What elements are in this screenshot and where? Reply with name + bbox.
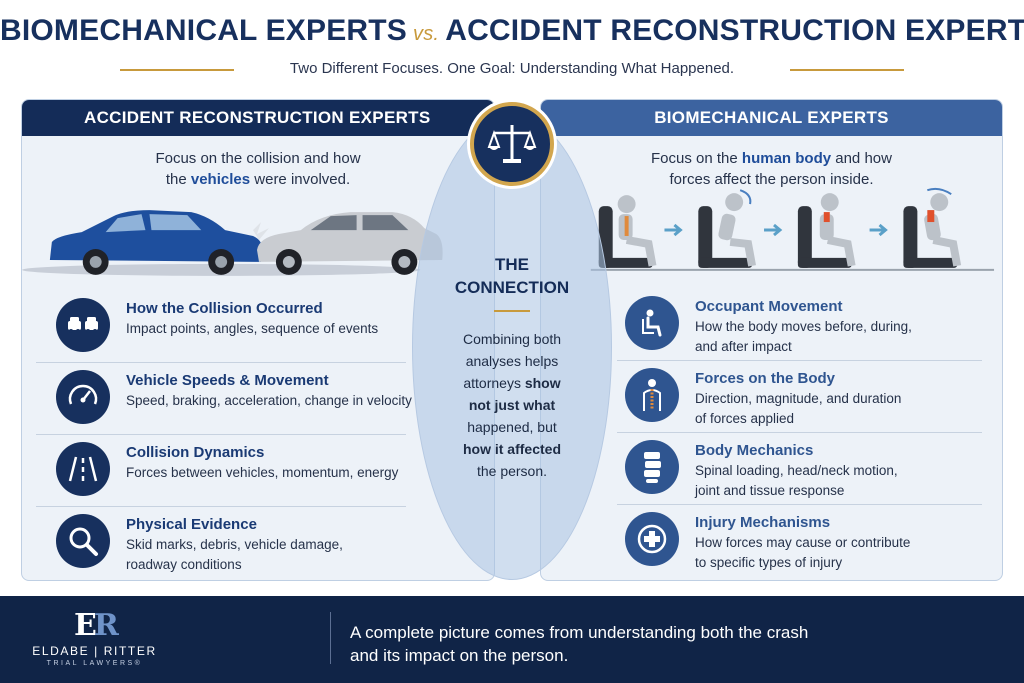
collision-cars-illustration bbox=[22, 210, 443, 276]
right-items-list: Occupant Movement How the body moves bef… bbox=[541, 288, 1002, 576]
connection-body: Combining both analyses helps attorneys … bbox=[462, 331, 562, 479]
item-title: How the Collision Occurred bbox=[126, 300, 323, 317]
right-panel-heading: BIOMECHANICAL EXPERTS bbox=[541, 100, 1002, 136]
list-item: Physical Evidence Skid marks, debris, ve… bbox=[22, 506, 494, 578]
item-title: Collision Dynamics bbox=[126, 444, 265, 461]
medical-cross-icon bbox=[625, 512, 679, 566]
item-title: Occupant Movement bbox=[695, 298, 843, 315]
left-panel-lead: Focus on the collision and how the vehic… bbox=[22, 148, 494, 190]
item-desc: Speed, braking, acceleration, change in … bbox=[126, 393, 412, 408]
connection-rule bbox=[494, 310, 530, 312]
subtitle-rule-right bbox=[790, 69, 904, 71]
item-title: Physical Evidence bbox=[126, 516, 257, 533]
firm-logo-name[interactable]: ELDABE | RITTER bbox=[32, 644, 157, 658]
body-spine-icon bbox=[625, 368, 679, 422]
left-panel-heading: ACCIDENT RECONSTRUCTION EXPERTS bbox=[22, 100, 494, 136]
speedometer-icon bbox=[56, 370, 110, 424]
item-desc: Impact points, angles, sequence of event… bbox=[126, 321, 379, 336]
footer-bar: A complete picture comes from understand… bbox=[0, 596, 1024, 683]
scales-of-justice-icon bbox=[470, 102, 554, 186]
two-cars-icon bbox=[56, 298, 110, 352]
dummy-frame-3 bbox=[797, 193, 856, 268]
arrow-icon bbox=[764, 223, 783, 237]
dummy-frame-2 bbox=[698, 189, 757, 268]
dummy-frame-4 bbox=[903, 187, 962, 268]
left-lead-end: were involved. bbox=[254, 171, 351, 188]
road-icon bbox=[56, 442, 110, 496]
silver-car bbox=[257, 212, 443, 275]
magnifier-icon bbox=[56, 514, 110, 568]
item-desc: How the body moves before, during,and af… bbox=[695, 319, 912, 354]
connection-lens bbox=[412, 114, 612, 580]
impact-debris bbox=[253, 222, 269, 241]
list-item: Collision Dynamics Forces between vehicl… bbox=[22, 434, 494, 506]
list-item: Forces on the Body Direction, magnitude,… bbox=[541, 360, 1002, 432]
blue-car bbox=[49, 210, 263, 275]
vertebrae-icon bbox=[625, 440, 679, 494]
seated-person-icon bbox=[625, 296, 679, 350]
item-desc: Skid marks, debris, vehicle damage,roadw… bbox=[126, 537, 343, 572]
item-title: Injury Mechanisms bbox=[695, 514, 831, 531]
item-desc: Spinal loading, head/neck motion,joint a… bbox=[695, 463, 898, 498]
list-item: Vehicle Speeds & Movement Speed, braking… bbox=[22, 362, 494, 434]
list-item: Injury Mechanisms How forces may cause o… bbox=[541, 504, 1002, 576]
left-items-list: How the Collision Occurred Impact points… bbox=[22, 290, 494, 578]
footer-divider bbox=[330, 612, 331, 664]
list-item: Body Mechanics Spinal loading, head/neck… bbox=[541, 432, 1002, 504]
right-lead-emphasis: human body bbox=[741, 150, 832, 167]
subtitle-rule-left bbox=[120, 69, 234, 71]
list-item: Occupant Movement How the body moves bef… bbox=[541, 288, 1002, 360]
item-title: Body Mechanics bbox=[695, 442, 814, 459]
arrow-icon bbox=[664, 223, 683, 237]
title-right: ACCIDENT RECONSTRUCTION EXPERTS bbox=[445, 14, 1024, 47]
footer-tagline: A complete picture comes from understand… bbox=[350, 623, 809, 665]
item-title: Vehicle Speeds & Movement bbox=[126, 372, 329, 389]
firm-logo-mark[interactable]: ER bbox=[74, 608, 119, 643]
list-item: How the Collision Occurred Impact points… bbox=[22, 290, 494, 362]
left-lead-emphasis: vehicles bbox=[190, 171, 251, 188]
item-title: Forces on the Body bbox=[695, 370, 836, 387]
title-left: BIOMECHANICAL EXPERTS bbox=[0, 14, 408, 47]
subtitle: Two Different Focuses. One Goal: Underst… bbox=[289, 60, 735, 77]
left-lead-line1: Focus on the collision and how bbox=[155, 150, 361, 167]
item-desc: Forces between vehicles, momentum, energ… bbox=[126, 465, 399, 480]
title-vs: vs. bbox=[413, 23, 440, 45]
right-panel-lead: Focus on the human body and how forces a… bbox=[651, 150, 892, 188]
biomechanical-panel: BIOMECHANICAL EXPERTS Focus on the human… bbox=[540, 99, 1003, 581]
crash-dummy-sequence-illustration bbox=[590, 187, 995, 271]
left-lead-part: the bbox=[165, 171, 187, 188]
firm-logo-subtitle: TRIAL LAWYERS® bbox=[46, 660, 143, 667]
arrow-icon bbox=[869, 223, 888, 237]
